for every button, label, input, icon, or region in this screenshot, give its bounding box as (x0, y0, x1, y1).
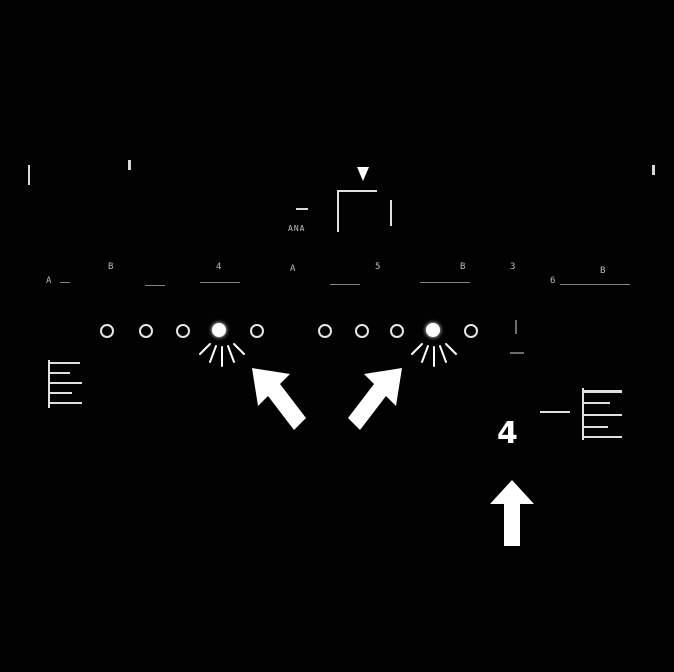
row-tick (420, 282, 470, 283)
scale-mark (582, 426, 608, 428)
left-edge-tick (28, 165, 30, 185)
right-edge-tick (652, 165, 655, 175)
top-label: A (290, 264, 297, 274)
scale-mark (48, 382, 82, 384)
row-tick (60, 282, 70, 283)
top-label: A (46, 276, 53, 286)
row-tick (145, 285, 165, 286)
arrow-up-icon (490, 480, 534, 546)
scale-mark (48, 392, 72, 394)
top-label: 3 (510, 262, 517, 272)
top-label: B (108, 262, 115, 272)
faint-mark (510, 352, 524, 354)
lamp-left-4-lit (212, 323, 226, 337)
top-label: 5 (375, 262, 382, 272)
small-dash (296, 208, 308, 210)
lamp-right-5 (464, 324, 478, 338)
row-tick (560, 284, 630, 285)
arrow-up-right-icon (348, 368, 402, 430)
lamp-left-1 (100, 324, 114, 338)
scale-mark (48, 402, 82, 404)
lamp-right-4-lit (426, 323, 440, 337)
top-left-tick (128, 160, 131, 170)
row-tick (200, 282, 240, 283)
triangle-marker-icon (357, 167, 369, 181)
glow-rays-right-icon (411, 343, 457, 367)
top-label: B (460, 262, 467, 272)
lamp-right-3 (390, 324, 404, 338)
lamp-right-2 (355, 324, 369, 338)
faint-mark (515, 320, 517, 334)
small-label: ANA (288, 224, 306, 233)
top-label: 6 (550, 276, 557, 286)
top-label: B (600, 266, 607, 276)
right-scale (578, 388, 628, 444)
row-tick (330, 284, 360, 285)
bracket-left (337, 192, 339, 232)
scale-bar (48, 360, 50, 408)
lamp-right-1 (318, 324, 332, 338)
top-label: 4 (216, 262, 223, 272)
lamp-left-2 (139, 324, 153, 338)
scale-mark (582, 414, 622, 416)
lamp-left-5 (250, 324, 264, 338)
scale-mark (48, 372, 70, 374)
left-scale (44, 360, 84, 410)
glow-rays-left-icon (199, 343, 245, 367)
scale-mark (582, 436, 622, 438)
bracket-right (390, 200, 392, 226)
pointer-number-label: 4 (497, 416, 518, 451)
lamp-left-3 (176, 324, 190, 338)
scale-mark (582, 390, 622, 393)
pointer-lead-line (540, 411, 570, 413)
scale-mark (582, 402, 610, 404)
scale-mark (48, 362, 80, 364)
top-label-row: B 4 A 5 B 3 6 A B (40, 262, 640, 302)
arrow-up-left-icon (252, 368, 306, 430)
bracket-top (337, 190, 377, 192)
